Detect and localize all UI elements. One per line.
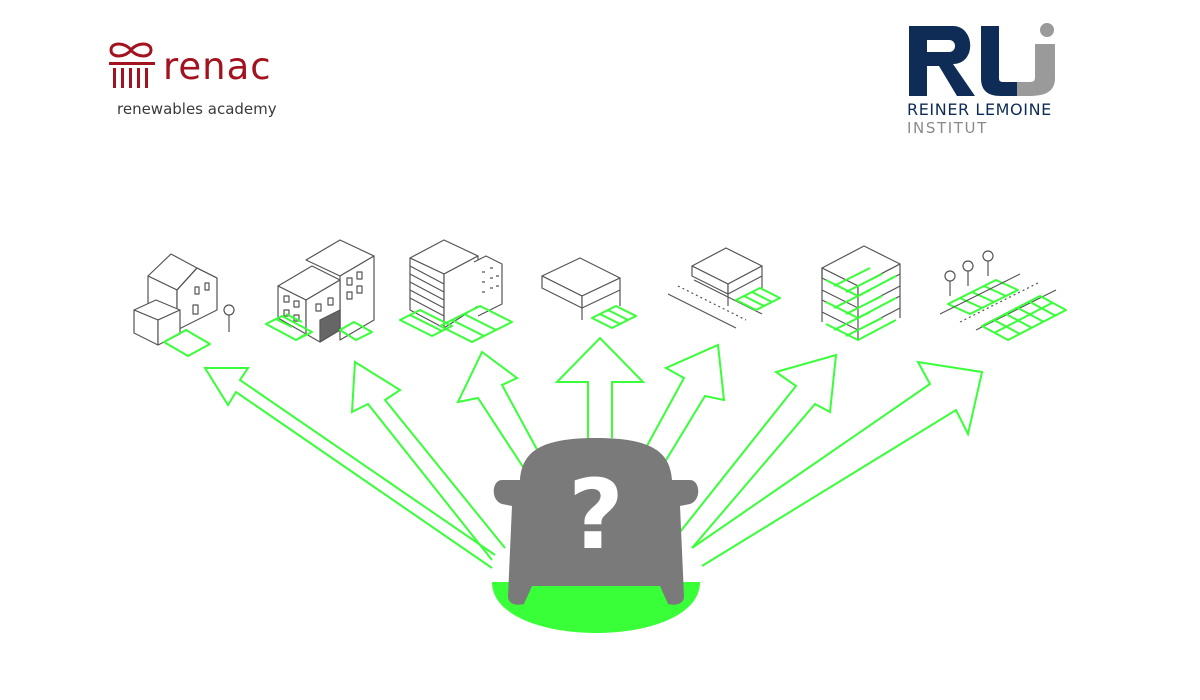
ground-highlight [492, 582, 700, 633]
arrow-to-house [203, 367, 496, 569]
street-parking-icon [939, 250, 1067, 341]
arrows [203, 336, 984, 569]
rli-name-line1: REINER LEMOINE [907, 100, 1052, 119]
arrow-to-garage [679, 353, 838, 549]
car-icon [493, 438, 699, 605]
supermarket-parking-icon [541, 257, 637, 329]
roadside-canopy-icon [667, 247, 781, 329]
arrow-to-office [456, 350, 541, 471]
rli-monogram-icon [909, 23, 1055, 96]
parking-garage-icon [821, 245, 901, 341]
office-building-icon [399, 239, 513, 343]
renac-emblem-icon [109, 42, 155, 88]
rli-logo: REINER LEMOINE INSTITUT [905, 20, 1075, 140]
infinity-loop [109, 42, 153, 58]
renac-subtitle: renewables academy [117, 100, 277, 118]
renac-logo: renac renewables academy [105, 38, 305, 128]
arrow-to-street [691, 360, 984, 567]
arrow-to-supermarket [554, 336, 646, 438]
rli-name-line2: INSTITUT [907, 119, 988, 137]
renac-wordmark: renac [163, 45, 272, 88]
arrow-to-roadside [641, 343, 726, 471]
arrow-to-apartment [350, 360, 506, 561]
detached-house-garage-icon [133, 253, 235, 357]
apartment-building-icon [265, 239, 375, 343]
question-mark: ? [568, 459, 624, 571]
